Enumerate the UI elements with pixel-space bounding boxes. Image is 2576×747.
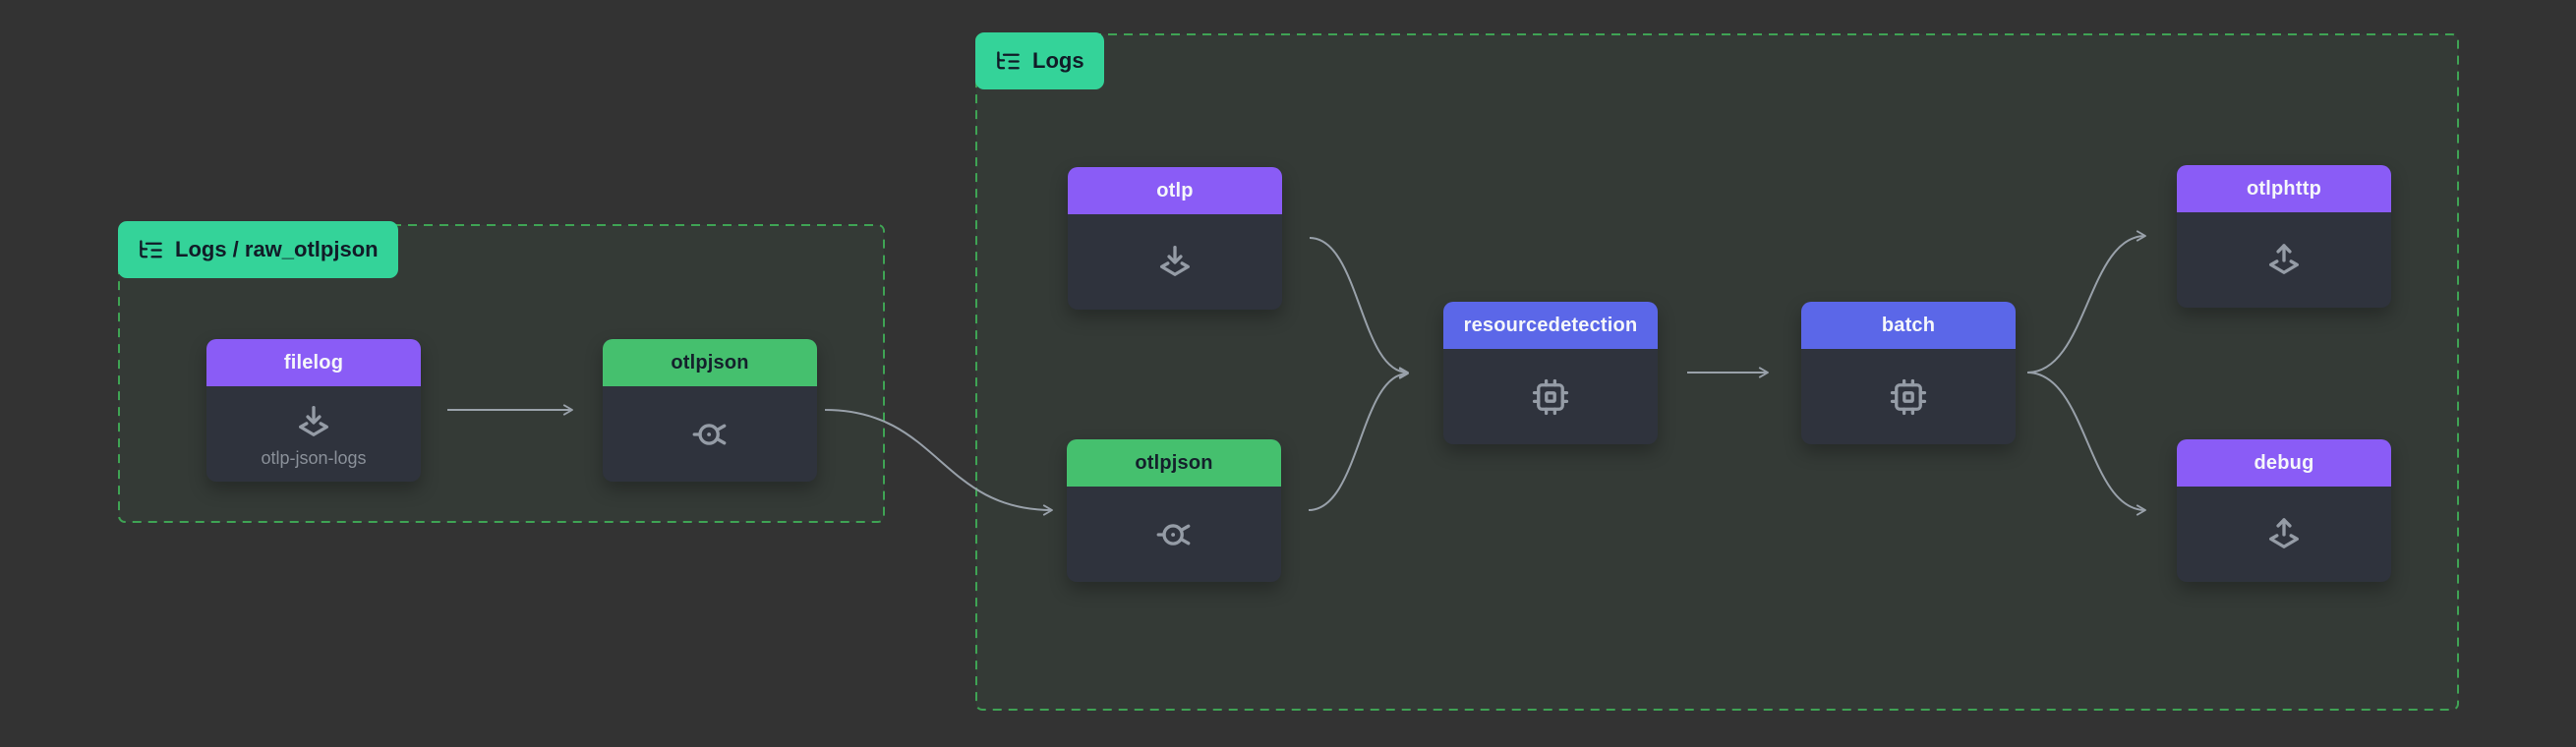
connector-icon (692, 423, 727, 445)
edge-otlp-resourcedetection (1309, 237, 1409, 378)
node-title: otlpjson (1067, 439, 1281, 487)
processor-icon (1890, 378, 1927, 415)
group-label: Logs (1032, 48, 1084, 73)
edge-batch-debug (2026, 372, 2146, 516)
node-title: otlpjson (603, 339, 817, 386)
edge-otlpjson-resourcedetection (1308, 368, 1409, 511)
edge-otlpjson-otlpjson (824, 409, 1053, 516)
node-title: otlp (1068, 167, 1282, 214)
node-title: resourcedetection (1443, 302, 1658, 349)
node-title: batch (1801, 302, 2016, 349)
node-title: otlphttp (2177, 165, 2391, 212)
group-label: Logs / raw_otlpjson (175, 237, 379, 261)
group-badge-logs[interactable]: Logs (975, 32, 1104, 89)
exporter-icon (2269, 243, 2299, 274)
receiver-icon (299, 405, 328, 436)
node-subtitle: otlp-json-logs (261, 447, 367, 468)
node-title: filelog (206, 339, 421, 386)
list-tree-icon (997, 50, 1020, 69)
node-otlpjson-in[interactable]: otlpjson (1067, 439, 1281, 582)
node-filelog[interactable]: filelog otlp-json-logs (206, 339, 421, 482)
node-otlphttp[interactable]: otlphttp (2177, 165, 2391, 308)
connector-icon (1156, 523, 1191, 546)
list-tree-icon (140, 239, 162, 258)
node-otlp[interactable]: otlp (1068, 167, 1282, 310)
node-debug[interactable]: debug (2177, 439, 2391, 582)
group-badge-logs-raw-otlpjson[interactable]: Logs / raw_otlpjson (118, 221, 398, 278)
node-resourcedetection[interactable]: resourcedetection (1443, 302, 1658, 444)
processor-icon (1532, 378, 1569, 415)
edges (447, 230, 2146, 516)
exporter-icon (2269, 517, 2299, 548)
receiver-icon (1160, 245, 1190, 276)
node-batch[interactable]: batch (1801, 302, 2016, 444)
node-otlpjson-out[interactable]: otlpjson (603, 339, 817, 482)
node-title: debug (2177, 439, 2391, 487)
edge-batch-otlphttp (2026, 230, 2146, 374)
